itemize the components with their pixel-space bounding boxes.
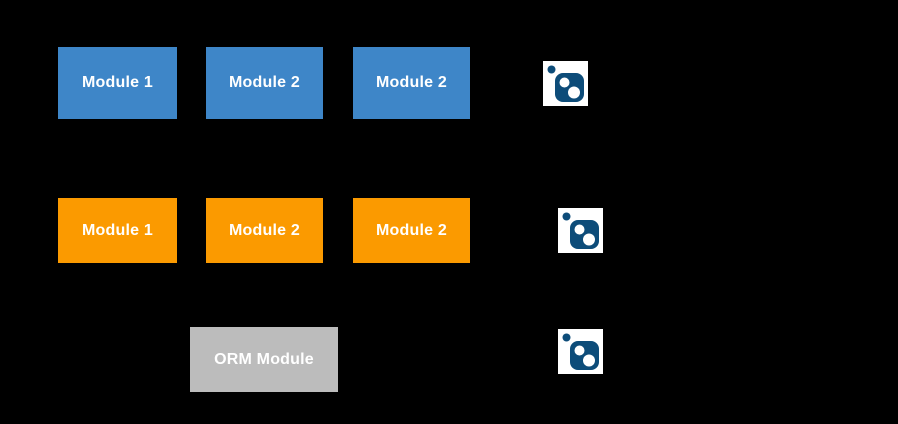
module-box-blue-2[interactable]: Module 2 (206, 47, 323, 119)
module-box-orange-2[interactable]: Module 2 (206, 198, 323, 263)
module-box-orange-1[interactable]: Module 1 (58, 198, 177, 263)
package-icon[interactable] (558, 329, 603, 374)
module-box-label: Module 2 (376, 221, 447, 239)
module-box-label: Module 2 (229, 221, 300, 239)
module-box-label: ORM Module (214, 350, 314, 368)
module-box-label: Module 1 (82, 74, 153, 92)
module-box-label: Module 1 (82, 221, 153, 239)
module-box-blue-1[interactable]: Module 1 (58, 47, 177, 119)
package-icon[interactable] (558, 208, 603, 253)
module-box-orm[interactable]: ORM Module (190, 327, 338, 392)
module-box-blue-3[interactable]: Module 2 (353, 47, 470, 119)
module-box-label: Module 2 (376, 74, 447, 92)
module-box-orange-3[interactable]: Module 2 (353, 198, 470, 263)
module-box-label: Module 2 (229, 74, 300, 92)
package-icon[interactable] (543, 61, 588, 106)
